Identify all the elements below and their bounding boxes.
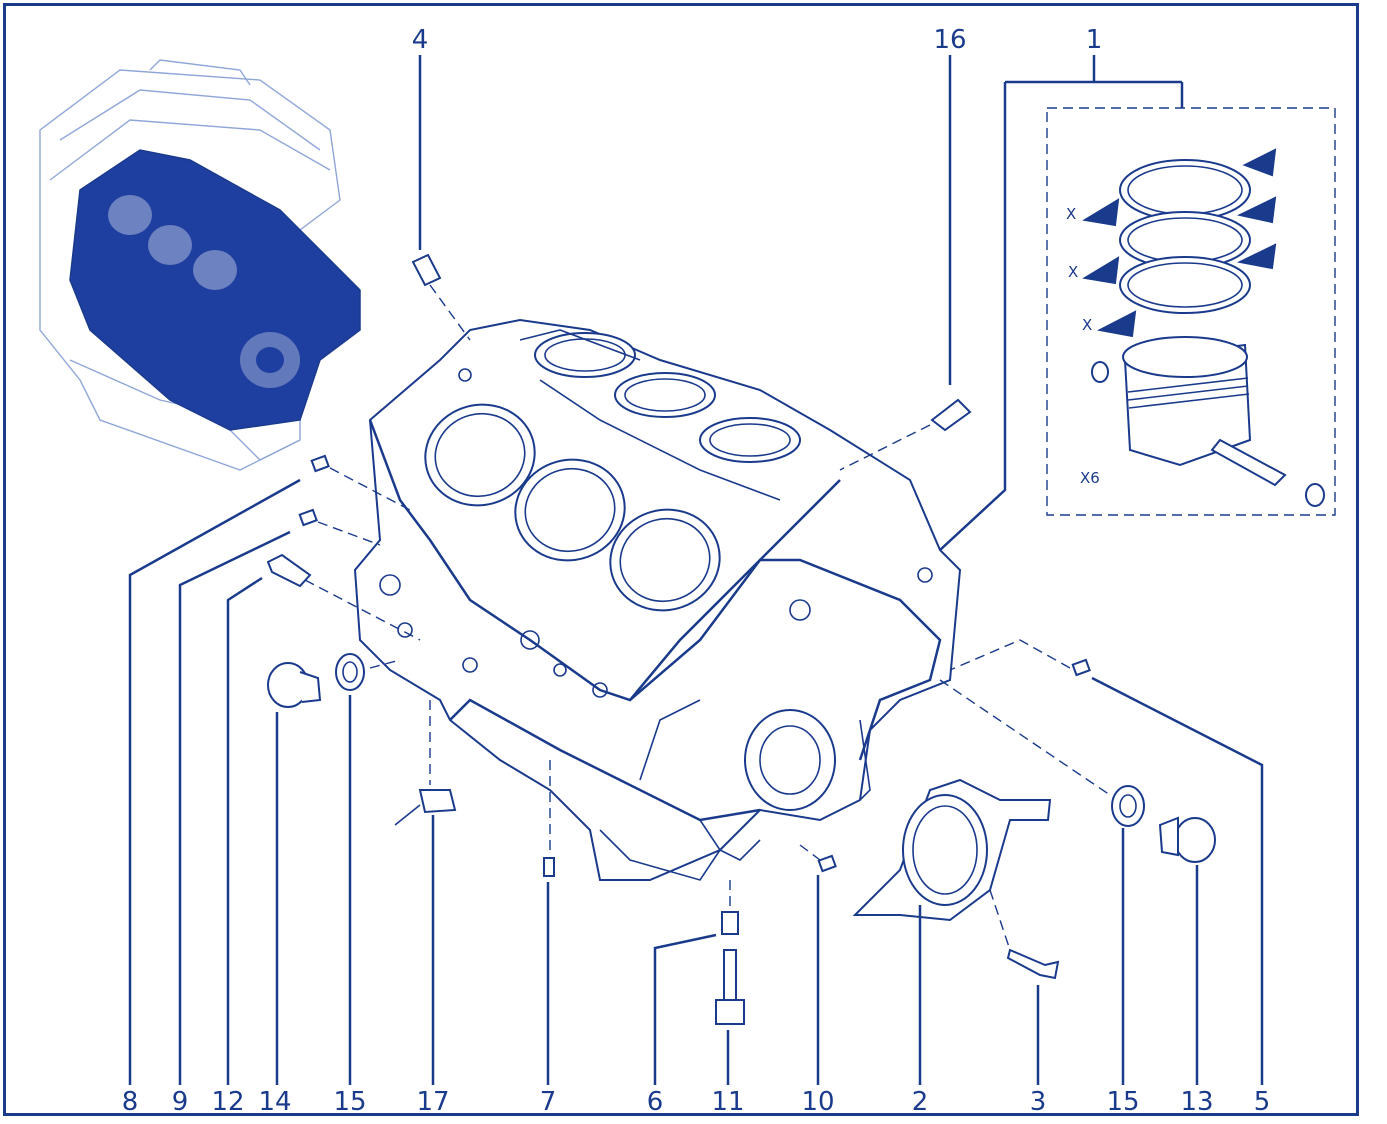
callout-14: 14 <box>258 1087 291 1117</box>
bolt-16 <box>930 398 972 432</box>
ring-mark-2: X <box>1068 263 1078 281</box>
bolt-11-head <box>715 999 745 1025</box>
callout-13: 13 <box>1180 1087 1213 1117</box>
callout-12: 12 <box>211 1087 244 1117</box>
engine-location-thumbnail <box>39 59 361 471</box>
callout-9: 9 <box>172 1087 189 1117</box>
callout-5: 5 <box>1254 1087 1271 1117</box>
dowel-6 <box>721 911 739 935</box>
piston-pin <box>1210 438 1287 487</box>
callout-6: 6 <box>647 1087 664 1117</box>
bolt-3 <box>1006 948 1060 980</box>
callout-4: 4 <box>412 25 429 55</box>
piston-kit: X X X X6 <box>1046 107 1336 516</box>
engine-block <box>353 318 962 881</box>
dowel-10 <box>817 854 837 873</box>
piston-clip <box>1305 483 1325 507</box>
bolt-12 <box>266 553 312 588</box>
assembly-lines <box>304 284 1111 951</box>
callout-2: 2 <box>912 1087 929 1117</box>
ring-mark-1: X <box>1066 205 1076 223</box>
callout-11: 11 <box>711 1087 744 1117</box>
piston-clip <box>1091 361 1109 383</box>
callout-15-right: 15 <box>1106 1087 1139 1117</box>
piston-kit-box <box>1046 107 1336 516</box>
dowel-9 <box>298 508 318 527</box>
dowel-8 <box>310 454 330 473</box>
callout-10: 10 <box>801 1087 834 1117</box>
washer-15-right <box>1111 785 1145 827</box>
sensor-17 <box>418 789 457 814</box>
callout-3: 3 <box>1030 1087 1047 1117</box>
dowel-5 <box>1071 658 1091 677</box>
leader-lines <box>128 55 1264 1085</box>
callout-17: 17 <box>416 1087 449 1117</box>
oil-control-ring <box>1119 256 1251 314</box>
callout-7: 7 <box>540 1087 557 1117</box>
callout-labels: 4 16 1 8 9 12 14 15 17 7 6 11 10 2 3 15 … <box>122 25 1271 1117</box>
bolt-11-shank <box>723 949 737 1001</box>
plug-13 <box>1174 817 1216 863</box>
washer-15-left <box>335 653 365 691</box>
ring-mark-3: X <box>1082 316 1092 334</box>
callout-16: 16 <box>933 25 966 55</box>
dowel-4 <box>411 253 442 287</box>
callout-15-left: 15 <box>333 1087 366 1117</box>
pin-7 <box>543 857 555 877</box>
piston-quantity: X6 <box>1080 469 1100 487</box>
callout-8: 8 <box>122 1087 139 1117</box>
small-parts <box>266 253 1216 1025</box>
diagram-border <box>3 3 1359 1116</box>
callout-1: 1 <box>1086 25 1103 55</box>
